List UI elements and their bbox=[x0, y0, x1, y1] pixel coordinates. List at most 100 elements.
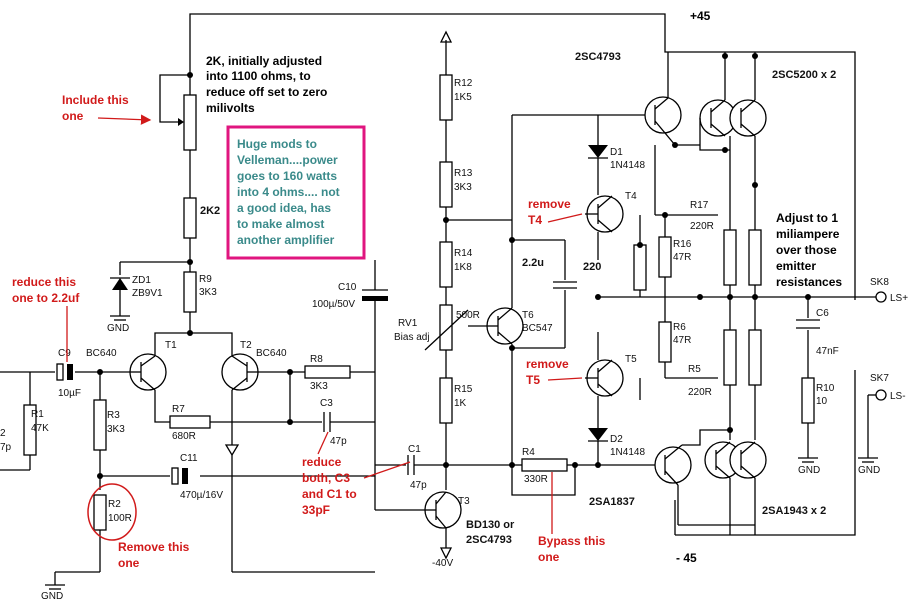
c11-label: C11 bbox=[180, 453, 198, 464]
resistor-r14 bbox=[439, 241, 453, 288]
resistor-r16 bbox=[658, 236, 672, 278]
zener-zd1 bbox=[110, 261, 190, 321]
emitter-resistor-lower-1 bbox=[723, 329, 737, 386]
r16-label: R16 bbox=[673, 239, 692, 250]
c3-label: C3 bbox=[320, 398, 333, 409]
resistor-r1 bbox=[23, 404, 37, 456]
c6-label: C6 bbox=[816, 308, 829, 319]
emitter-resistor-upper-1 bbox=[723, 229, 737, 286]
positive-rail bbox=[189, 13, 856, 300]
lower-output-label: 2SA1943 x 2 bbox=[762, 505, 826, 517]
resistor-r2 bbox=[93, 494, 107, 531]
svg-text:into 1100 ohms, to: into 1100 ohms, to bbox=[206, 69, 311, 83]
neg40-label: -40V bbox=[432, 558, 453, 569]
c10-value: 100µ/50V bbox=[312, 299, 355, 310]
reduce-c3-note: reduce both, C3 and C1 to 33pF bbox=[302, 455, 357, 517]
resistor-r10 bbox=[801, 377, 815, 424]
r12-label: R12 bbox=[454, 78, 473, 89]
capacitor-c9 bbox=[56, 363, 73, 381]
pot-note: 2K, initially adjusted into 1100 ohms, t… bbox=[206, 54, 327, 115]
transistor-t5 bbox=[585, 359, 624, 397]
t3-type-1: BD130 or bbox=[466, 519, 515, 531]
svg-text:miliampere: miliampere bbox=[776, 227, 840, 241]
capacitor-c1 bbox=[407, 455, 415, 475]
remove-t4-pointer bbox=[547, 213, 583, 223]
pot-2k2-label: 2K2 bbox=[200, 205, 220, 217]
r7-value: 680R bbox=[172, 431, 196, 442]
transistor-upper-output-2 bbox=[729, 99, 767, 137]
d1-value: 1N4148 bbox=[610, 160, 645, 171]
r15-label: R15 bbox=[454, 384, 473, 395]
remove-t5-note: remove T5 bbox=[526, 357, 569, 387]
r12-value: 1K5 bbox=[454, 92, 472, 103]
r8-value: 3K3 bbox=[310, 381, 328, 392]
t6-type: BC547 bbox=[522, 323, 553, 334]
negative-rail bbox=[674, 370, 856, 536]
ground-symbol-left bbox=[45, 584, 65, 590]
upper-driver-label: 2SC4793 bbox=[575, 51, 621, 63]
svg-text:milivolts: milivolts bbox=[206, 101, 255, 115]
svg-text:one to 2.2uf: one to 2.2uf bbox=[12, 291, 80, 305]
transistor-t1 bbox=[129, 353, 167, 391]
r6-label: R6 bbox=[673, 322, 686, 333]
t4-label: T4 bbox=[625, 191, 637, 202]
svg-text:Include this: Include this bbox=[62, 93, 129, 107]
transistor-t6 bbox=[486, 307, 524, 345]
cap-2u2-label: 2.2u bbox=[522, 257, 544, 269]
t3-label: T3 bbox=[458, 496, 470, 507]
r5-label: R5 bbox=[688, 364, 701, 375]
resistor-r12 bbox=[439, 74, 453, 121]
include-arrow bbox=[97, 114, 152, 125]
resistor-2k2 bbox=[183, 197, 197, 239]
svg-text:one: one bbox=[62, 109, 84, 123]
resistor-left-upper bbox=[633, 244, 647, 291]
sk8-label: SK8 bbox=[870, 277, 889, 288]
svg-text:Huge mods to: Huge mods to bbox=[237, 137, 317, 151]
gnd-label-zener: GND bbox=[107, 323, 129, 334]
transistor-t3 bbox=[424, 491, 462, 560]
capacitor-c11 bbox=[171, 467, 188, 485]
svg-text:another amplifier: another amplifier bbox=[237, 233, 335, 247]
c2-value: 7p bbox=[0, 442, 12, 453]
capacitor-c3 bbox=[323, 412, 331, 432]
gnd-label-sk7: GND bbox=[858, 465, 880, 476]
resistor-r15 bbox=[439, 377, 453, 424]
c9-value: 10µF bbox=[58, 388, 81, 399]
svg-text:one: one bbox=[118, 556, 140, 570]
r10-value: 10 bbox=[816, 396, 828, 407]
rail-arrow bbox=[439, 30, 453, 43]
gnd-label-left: GND bbox=[41, 591, 63, 602]
transistor-lower-driver bbox=[654, 444, 692, 486]
r16-value: 47R bbox=[673, 252, 691, 263]
resistor-r7 bbox=[169, 415, 211, 429]
zd1-value: ZB9V1 bbox=[132, 288, 163, 299]
svg-text:Bypass this: Bypass this bbox=[538, 534, 606, 548]
c2-label: 2 bbox=[0, 428, 6, 439]
d1-label: D1 bbox=[610, 147, 623, 158]
zd1-label: ZD1 bbox=[132, 275, 151, 286]
svg-text:a good idea, has: a good idea, has bbox=[237, 201, 331, 215]
c1-label: C1 bbox=[408, 444, 421, 455]
reduce-c1-pointer bbox=[363, 461, 411, 479]
r6-value: 47R bbox=[673, 335, 691, 346]
t3-type-2: 2SC4793 bbox=[466, 534, 512, 546]
potentiometer-rv1 bbox=[439, 304, 453, 351]
r1-label: R1 bbox=[31, 409, 44, 420]
negative-rail-label: - 45 bbox=[676, 551, 697, 565]
r4-value: 330R bbox=[524, 474, 548, 485]
c10-label: C10 bbox=[338, 282, 357, 293]
lower-driver-label: 2SA1837 bbox=[589, 496, 635, 508]
svg-text:into 4 ohms.... not: into 4 ohms.... not bbox=[237, 185, 340, 199]
reduce-c3-pointer bbox=[317, 431, 329, 455]
r13-value: 3K3 bbox=[454, 182, 472, 193]
svg-text:Adjust to 1: Adjust to 1 bbox=[776, 211, 838, 225]
svg-text:Remove this: Remove this bbox=[118, 540, 190, 554]
t6-label: T6 bbox=[522, 310, 534, 321]
rv1-wiper bbox=[424, 309, 469, 351]
svg-text:one: one bbox=[538, 550, 560, 564]
transistor-upper-driver bbox=[644, 96, 682, 146]
res-220-label: 220 bbox=[583, 261, 601, 273]
rv1-label: RV1 bbox=[398, 318, 418, 329]
emitter-resistor-lower-2 bbox=[748, 329, 762, 386]
diode-d1 bbox=[588, 145, 608, 159]
